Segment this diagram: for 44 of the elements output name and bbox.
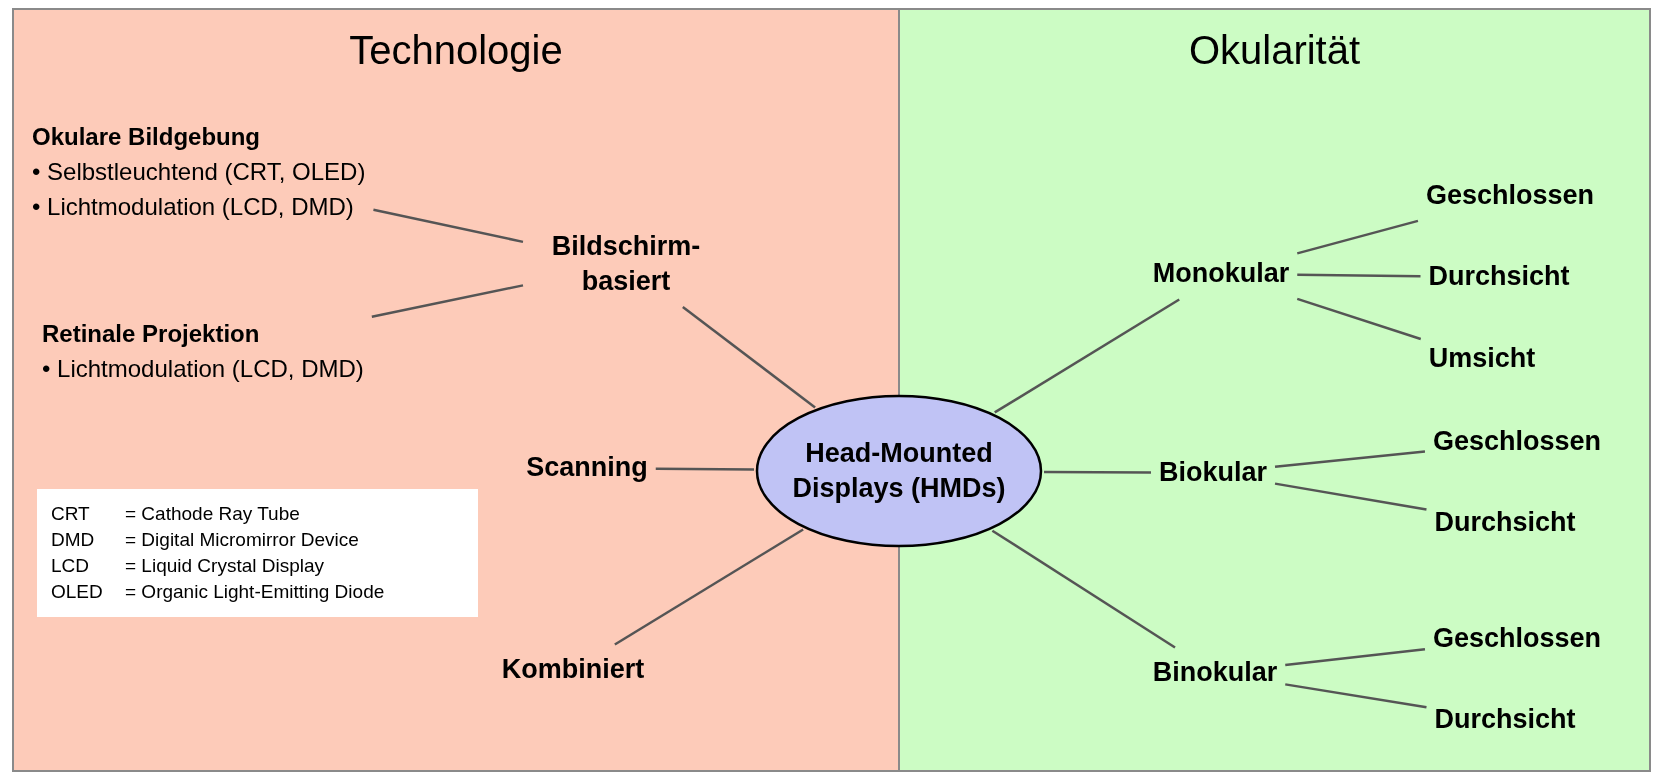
branch-label: Durchsicht — [1434, 505, 1576, 541]
branch-label: Binokular — [1152, 655, 1278, 691]
branch-label: Scanning — [526, 450, 648, 486]
abbreviation-definition: = Cathode Ray Tube — [125, 503, 301, 525]
bullet-item: • Lichtmodulation (LCD, DMD) — [32, 191, 355, 222]
connector-line — [682, 306, 816, 409]
bullet-item: • Lichtmodulation (LCD, DMD) — [42, 353, 364, 384]
connector-line — [994, 298, 1180, 414]
branch-label: Durchsicht — [1434, 702, 1576, 738]
hub-label: Head-Mounted Displays (HMDs) — [791, 436, 1007, 505]
connector-line — [1285, 683, 1427, 709]
connector-line — [1285, 648, 1426, 667]
connector-line — [1274, 482, 1427, 511]
branch-label: Biokular — [1159, 455, 1267, 491]
connector-line — [655, 467, 755, 471]
branch-label: Geschlossen — [1432, 424, 1602, 460]
branch-label: Geschlossen — [1432, 621, 1602, 657]
section-heading: Retinale Projektion — [42, 319, 261, 349]
connector-line — [1274, 450, 1426, 468]
panel-heading: Technologie — [348, 28, 564, 73]
connector-line — [1296, 297, 1422, 341]
abbreviation-definition: = Liquid Crystal Display — [125, 555, 326, 577]
branch-label: Kombiniert — [501, 652, 645, 688]
branch-label: Durchsicht — [1428, 259, 1570, 295]
connector-line — [371, 284, 524, 318]
bullet-item: • Selbstleuchtend (CRT, OLED) — [32, 156, 366, 187]
connector-line — [1297, 273, 1421, 278]
panel-heading: Okularität — [1187, 28, 1362, 73]
abbreviation: OLED — [51, 581, 104, 603]
connector-line — [1044, 470, 1151, 474]
connector-line — [614, 528, 804, 646]
section-heading: Okulare Bildgebung — [32, 122, 262, 152]
connector-line — [991, 529, 1176, 649]
connector-line — [373, 208, 524, 244]
abbreviation-definition: = Digital Micromirror Device — [125, 529, 360, 551]
abbreviation: DMD — [51, 529, 96, 551]
abbreviation-definition: = Organic Light-Emitting Diode — [125, 581, 386, 603]
connector-line — [1296, 219, 1419, 255]
branch-label: Bildschirm- basiert — [531, 228, 721, 300]
abbreviation: LCD — [51, 555, 90, 577]
branch-label: Geschlossen — [1425, 178, 1595, 214]
branch-label: Umsicht — [1428, 341, 1536, 377]
abbreviation: CRT — [51, 503, 91, 525]
branch-label: Monokular — [1152, 256, 1290, 292]
